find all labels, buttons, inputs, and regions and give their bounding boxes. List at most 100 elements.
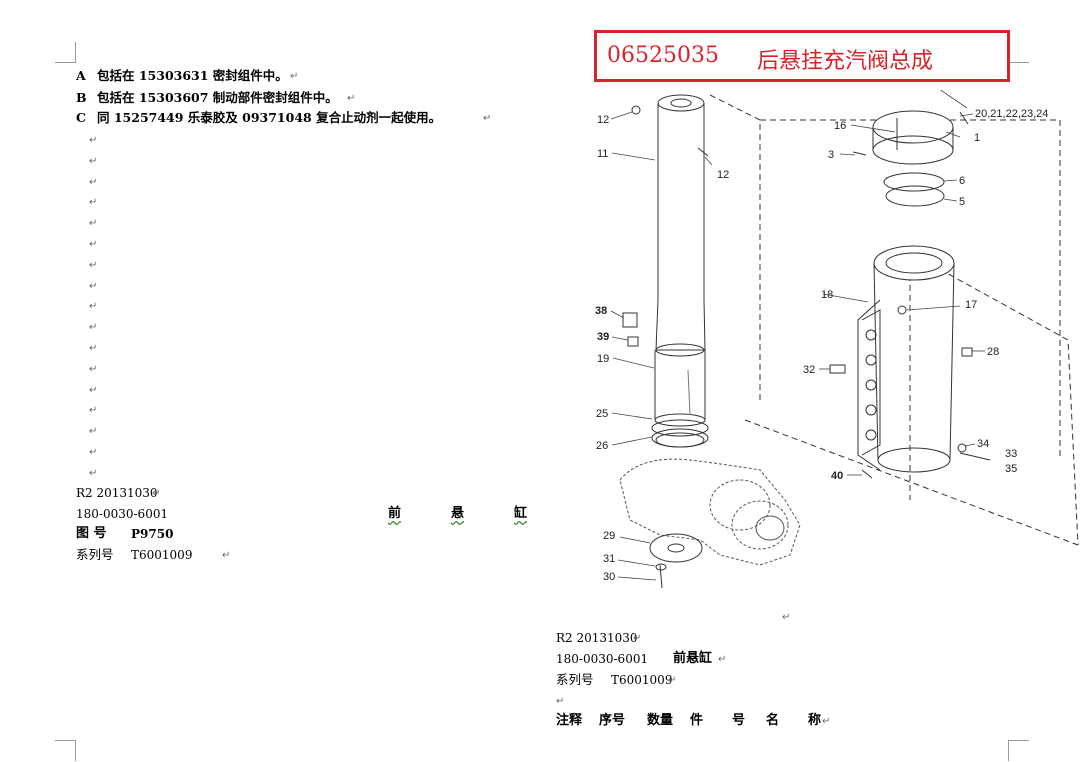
paragraph-mark: ↵ xyxy=(89,467,98,479)
note-letter-a: A xyxy=(76,68,86,83)
corner-mark-top-left xyxy=(55,42,76,63)
callout-33: 33 xyxy=(1005,448,1017,460)
seal-ring xyxy=(651,419,709,437)
callout-11: 11 xyxy=(597,148,608,160)
header-qty: 数量 xyxy=(647,713,674,728)
highlight-part-code: 06525035 xyxy=(607,43,719,68)
bolt xyxy=(659,564,663,589)
callout-16: 16 xyxy=(834,120,846,132)
note-text-a: 包括在 15303631 密封组件中。 xyxy=(97,68,288,83)
callout-18: 18 xyxy=(821,289,833,301)
paragraph-mark: ↵ xyxy=(89,135,98,146)
revision-left: R2 20131030 xyxy=(76,486,158,500)
callout-19: 19 xyxy=(597,353,609,365)
pin-12 xyxy=(697,147,709,157)
callout-6: 6 xyxy=(959,175,965,187)
dashed-outline xyxy=(904,249,1079,546)
cover-plate xyxy=(649,533,703,563)
paragraph-mark: ↵ xyxy=(290,71,299,82)
seal-ring-6 xyxy=(883,172,945,192)
seal-ring xyxy=(655,432,705,448)
paragraph-mark: ↵ xyxy=(89,176,98,188)
cylinder-body xyxy=(857,245,955,473)
piston-rod-cylinder xyxy=(654,94,706,427)
paragraph-mark: ↵ xyxy=(89,384,98,396)
series-label-left: 系列号 xyxy=(76,547,114,562)
pin-12-top xyxy=(631,105,641,115)
axle-housing xyxy=(619,458,801,566)
paragraph-mark: ↵ xyxy=(89,405,98,417)
series-number-right: T6001009 xyxy=(611,673,673,687)
callout-17: 17 xyxy=(965,299,977,311)
exploded-parts-diagram: 12 11 12 16 3 20,21,22,23,24 1 6 5 18 17… xyxy=(595,90,1079,589)
note-text-c: 同 15257449 乐泰胶及 09371048 复合止动剂一起使用。 xyxy=(97,110,442,125)
fitting-28 xyxy=(961,347,973,357)
highlight-part-name: 后悬挂充汽阀总成 xyxy=(757,49,934,74)
drawing-number-label: 图 号 xyxy=(76,526,107,541)
paragraph-mark: ↵ xyxy=(89,301,98,313)
paragraph-mark: ↵ xyxy=(89,447,98,458)
fitting-3 xyxy=(852,151,867,156)
callout-31: 31 xyxy=(603,553,615,565)
paragraph-mark: ↵ xyxy=(668,675,677,686)
paragraph-mark: ↵ xyxy=(718,654,727,665)
top-cap xyxy=(872,110,954,165)
revision-right: R2 20131030 xyxy=(556,631,638,645)
callout-1: 1 xyxy=(974,132,980,144)
paragraph-mark: ↵ xyxy=(89,426,98,438)
callout-28: 28 xyxy=(987,346,999,358)
paragraph-mark: ↵ xyxy=(822,716,831,727)
paragraph-mark: ↵ xyxy=(89,259,98,271)
paragraph-mark: ↵ xyxy=(89,363,98,375)
paragraph-mark: ↵ xyxy=(152,488,161,499)
callout-32: 32 xyxy=(803,364,815,376)
header-seq: 序号 xyxy=(599,713,626,728)
washer-34 xyxy=(957,443,967,453)
callout-26: 26 xyxy=(596,440,608,452)
paragraph-mark: ↵ xyxy=(89,197,98,209)
callout-12-side: 12 xyxy=(717,169,729,181)
paragraph-mark: ↵ xyxy=(89,239,98,250)
valve-fitting xyxy=(959,111,969,125)
paragraph-mark: ↵ xyxy=(89,155,98,167)
cover-plate-hole xyxy=(667,543,685,553)
callout-29: 29 xyxy=(603,530,615,542)
series-number-left: T6001009 xyxy=(131,548,193,562)
seal-ring-5 xyxy=(885,185,945,207)
paragraph-mark: ↵ xyxy=(89,218,98,230)
nut-17 xyxy=(897,305,907,315)
corner-mark-bottom-left xyxy=(55,740,76,761)
corner-mark-bottom-right xyxy=(1008,740,1029,761)
note-letter-c: C xyxy=(76,110,86,125)
callout-34: 34 xyxy=(977,438,989,450)
fitting-39 xyxy=(627,336,639,347)
callout-20-24: 20,21,22,23,24 xyxy=(975,108,1048,120)
callout-39: 39 xyxy=(597,331,609,343)
paragraph-mark: ↵ xyxy=(222,550,231,561)
fitting-38 xyxy=(622,312,638,328)
paragraph-mark: ↵ xyxy=(633,633,642,644)
paragraph-mark: ↵ xyxy=(347,93,356,104)
drawing-number: P9750 xyxy=(131,527,174,541)
title-char-2: 悬 xyxy=(451,506,465,521)
title-right: 前悬缸 xyxy=(673,651,713,666)
callout-38: 38 xyxy=(595,305,607,317)
header-number: 号 xyxy=(732,713,746,728)
header-name-1: 名 xyxy=(766,713,780,728)
paragraph-mark: ↵ xyxy=(89,280,98,292)
paragraph-mark: ↵ xyxy=(782,612,791,623)
corner-mark-top-right xyxy=(1008,42,1029,63)
fitting-40 xyxy=(861,469,873,479)
dashed-outline xyxy=(744,419,1079,546)
paragraph-mark: ↵ xyxy=(483,113,492,124)
callout-35: 35 xyxy=(1005,463,1017,475)
callout-25: 25 xyxy=(596,408,608,420)
title-char-1: 前 xyxy=(388,506,402,521)
callout-5: 5 xyxy=(959,196,965,208)
header-name-2: 称 xyxy=(808,713,822,728)
bolt-33 xyxy=(959,452,991,461)
washer xyxy=(655,563,667,571)
callout-40: 40 xyxy=(831,470,843,482)
paragraph-mark: ↵ xyxy=(89,343,98,354)
series-label-right: 系列号 xyxy=(556,672,594,687)
